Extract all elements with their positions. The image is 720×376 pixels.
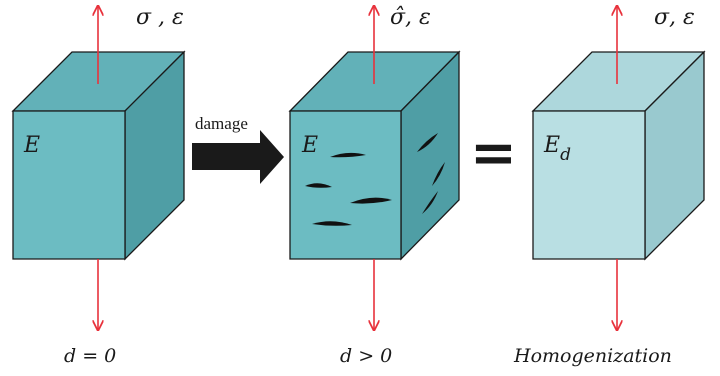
- damaged-block-front-face: [289, 110, 402, 260]
- undamaged-damage-variable: d = 0: [64, 345, 116, 367]
- crack-side-1: [417, 133, 438, 152]
- undamaged-block-front-face: [12, 110, 126, 260]
- damaged-damage-variable: d > 0: [340, 345, 392, 367]
- crack-front-3: [350, 197, 392, 204]
- homogenized-modulus-base: E: [543, 133, 560, 158]
- damage-process-arrow: [192, 130, 284, 184]
- homogenized-block-front-face: [532, 110, 646, 260]
- damaged-block: [288, 50, 461, 261]
- homogenized-modulus-label: Ed: [543, 133, 571, 165]
- crack-side-3: [422, 191, 438, 214]
- micro-cracks: [305, 133, 445, 226]
- undamaged-block: [11, 50, 186, 261]
- crack-side-2: [432, 162, 445, 186]
- crack-front-2: [305, 183, 332, 188]
- homogenized-stress-strain-label: σ, ε: [654, 5, 695, 30]
- damaged-modulus-label: E: [301, 133, 318, 158]
- homogenization-caption: Homogenization: [513, 345, 672, 367]
- homogenized-modulus-subscript: d: [560, 145, 571, 165]
- homogenized-block: [531, 50, 706, 261]
- damaged-effective-stress-label: σ̂, ε: [390, 5, 431, 30]
- crack-front-1: [330, 152, 366, 158]
- damage-arrow-label: damage: [195, 114, 248, 133]
- undamaged-modulus-label: E: [23, 133, 40, 158]
- undamaged-stress-strain-label: σ , ε: [136, 5, 184, 30]
- equals-sign: =: [470, 120, 517, 186]
- crack-front-4: [312, 221, 352, 226]
